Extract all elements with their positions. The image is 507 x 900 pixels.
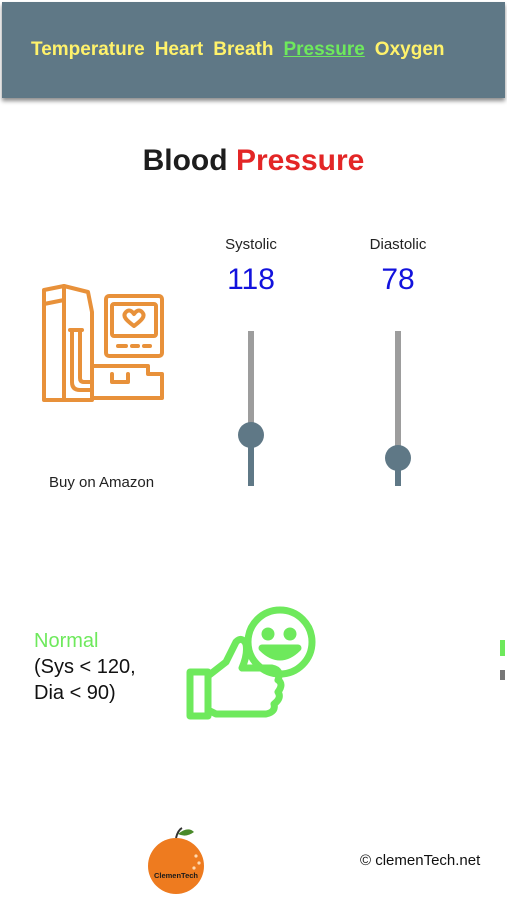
navbar: Temperature Heart Breath Pressure Oxygen (2, 2, 505, 98)
tab-oxygen[interactable]: Oxygen (374, 39, 445, 60)
thumbs-up-smiley-icon (186, 604, 318, 727)
status-name: Normal (34, 630, 99, 652)
buy-on-amazon-link[interactable]: Buy on Amazon (49, 474, 155, 491)
status-description: Normal (Sys < 120, Dia < 90) (34, 628, 136, 706)
systolic-slider-thumb[interactable] (238, 422, 264, 448)
tab-temperature[interactable]: Temperature (31, 39, 145, 60)
diastolic-control: Diastolic 78 (338, 236, 458, 486)
title-part1: Blood (142, 144, 228, 177)
tab-heart[interactable]: Heart (154, 39, 204, 60)
clementech-logo: ClemenTech (144, 826, 208, 899)
copyright-text: © clemenTech.net (360, 852, 481, 869)
systolic-label: Systolic (225, 236, 277, 253)
diastolic-label: Diastolic (369, 236, 427, 253)
next-status-peek-text (500, 670, 505, 680)
status-line1: (Sys < 120, (34, 656, 136, 678)
diastolic-slider-track[interactable] (385, 331, 411, 486)
systolic-slider-track[interactable] (238, 331, 264, 486)
systolic-value: 118 (227, 263, 275, 296)
blood-pressure-monitor-icon[interactable] (40, 282, 166, 413)
tab-pressure[interactable]: Pressure (283, 39, 365, 60)
diastolic-value: 78 (381, 263, 415, 296)
tab-breath[interactable]: Breath (213, 39, 274, 60)
systolic-control: Systolic 118 (191, 236, 311, 486)
diastolic-slider-thumb[interactable] (385, 445, 411, 471)
next-status-peek (500, 640, 505, 656)
title-part2: Pressure (235, 144, 365, 177)
logo-text: ClemenTech (154, 871, 198, 880)
diastolic-slider-fill (395, 458, 401, 486)
systolic-slider-fill (248, 435, 254, 486)
status-line2: Dia < 90) (34, 682, 116, 704)
page-title: Blood Pressure (0, 144, 507, 178)
